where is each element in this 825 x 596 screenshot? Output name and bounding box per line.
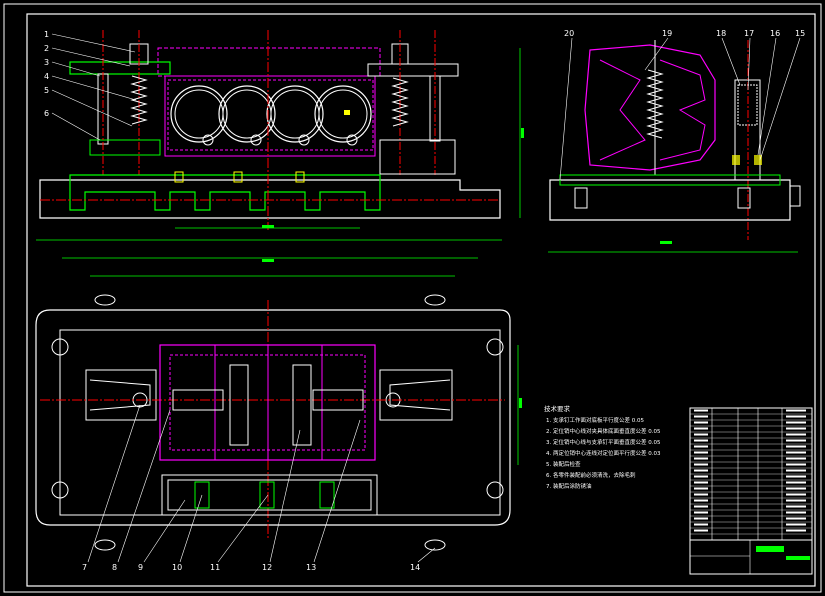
title-block-cell-text — [694, 493, 708, 496]
title-block-cell-text — [786, 475, 806, 478]
callout-17: 17 — [744, 29, 754, 38]
title-block-cell-text — [786, 499, 806, 502]
callout-3: 3 — [44, 58, 49, 67]
title-block-cell-text — [786, 511, 806, 514]
callout-10: 10 — [172, 563, 182, 572]
callout-14: 14 — [410, 563, 420, 572]
tech-note-line: 5. 装配后检查 — [546, 460, 581, 468]
tech-note-line: 4. 两定位销中心连线对定位面平行度公差 0.03 — [546, 449, 661, 457]
callout-19: 19 — [662, 29, 672, 38]
title-block-cell-text — [694, 475, 708, 478]
side-callouts: 20 19 18 17 16 15 — [559, 29, 805, 181]
tech-note-line: 7. 装配后涂防锈油 — [546, 482, 592, 490]
front-view — [36, 30, 524, 241]
title-block-cell-text — [786, 433, 806, 436]
title-block-cell-text — [786, 493, 806, 496]
plan-callouts: 7 8 9 10 11 12 13 14 — [82, 404, 436, 572]
title-block-cell-text — [694, 427, 708, 430]
callout-18: 18 — [716, 29, 726, 38]
drawing-border-inner — [26, 13, 816, 587]
callout-2: 2 — [44, 44, 49, 53]
callout-12: 12 — [262, 563, 272, 572]
title-block-cell-text — [786, 487, 806, 490]
tech-note-line: 6. 各零件装配前必须清洗，去除毛刺 — [546, 471, 636, 479]
title-block-cell-text — [786, 505, 806, 508]
title-block-cell-text — [786, 439, 806, 442]
title-block-cell-text — [786, 451, 806, 454]
title-block-cell-text — [694, 463, 708, 466]
title-block-cell-text — [786, 457, 806, 460]
title-block-cell-text — [786, 523, 806, 526]
title-block-cell-text — [694, 517, 708, 520]
title-block-cell-text — [786, 463, 806, 466]
callout-6: 6 — [44, 109, 49, 118]
callout-1: 1 — [44, 30, 49, 39]
title-block-cell-text — [786, 469, 806, 472]
title-block-cell-text — [694, 511, 708, 514]
plan-view — [35, 257, 522, 551]
callout-5: 5 — [44, 86, 49, 95]
title-block-cell-text — [694, 487, 708, 490]
callout-9: 9 — [138, 563, 143, 572]
callout-13: 13 — [306, 563, 316, 572]
tech-notes-heading: 技术要求 — [544, 404, 571, 413]
title-block-cell-text — [694, 415, 708, 418]
title-block-cell-text — [786, 421, 806, 424]
title-block-cell-text — [694, 451, 708, 454]
callout-11: 11 — [210, 563, 220, 572]
tech-note-line: 3. 定位销中心线与支承钉平面垂直度公差 0.05 — [546, 438, 661, 446]
title-block-cell-text — [694, 505, 708, 508]
front-callouts: 1 2 3 4 5 6 — [44, 30, 137, 141]
callout-20: 20 — [564, 29, 574, 38]
title-block-cell-text — [694, 457, 708, 460]
callout-15: 15 — [795, 29, 805, 38]
title-block — [689, 407, 813, 575]
callout-8: 8 — [112, 563, 117, 572]
title-block-cell-text — [694, 499, 708, 502]
title-block-cell-text — [694, 529, 708, 532]
tech-note-line: 1. 支承钉工作面对底板平行度公差 0.05 — [546, 416, 644, 424]
tech-note-line: 2. 定位销中心线对夹具体底面垂直度公差 0.05 — [546, 427, 661, 435]
title-block-cell-text — [786, 529, 806, 532]
title-block-cell-text — [694, 409, 708, 412]
callout-4: 4 — [44, 72, 49, 81]
title-block-cell-text — [694, 469, 708, 472]
title-block-cell-text — [694, 523, 708, 526]
callout-16: 16 — [770, 29, 780, 38]
title-block-cell-text — [786, 445, 806, 448]
technical-requirements: 技术要求 1. 支承钉工作面对底板平行度公差 0.05 2. 定位销中心线对夹具… — [544, 404, 661, 490]
callout-7: 7 — [82, 563, 87, 572]
title-block-cell-text — [694, 433, 708, 436]
drawing-border-outer — [3, 3, 822, 593]
side-view — [548, 40, 801, 253]
title-block-cell-text — [786, 415, 806, 418]
title-block-cell-text — [786, 427, 806, 430]
title-block-cell-text — [694, 445, 708, 448]
title-block-cell-text — [786, 409, 806, 412]
title-block-cell-text — [694, 421, 708, 424]
title-block-cell-text — [786, 517, 806, 520]
title-block-cell-text — [694, 481, 708, 484]
title-block-cell-text — [694, 439, 708, 442]
title-block-cell-text — [786, 481, 806, 484]
